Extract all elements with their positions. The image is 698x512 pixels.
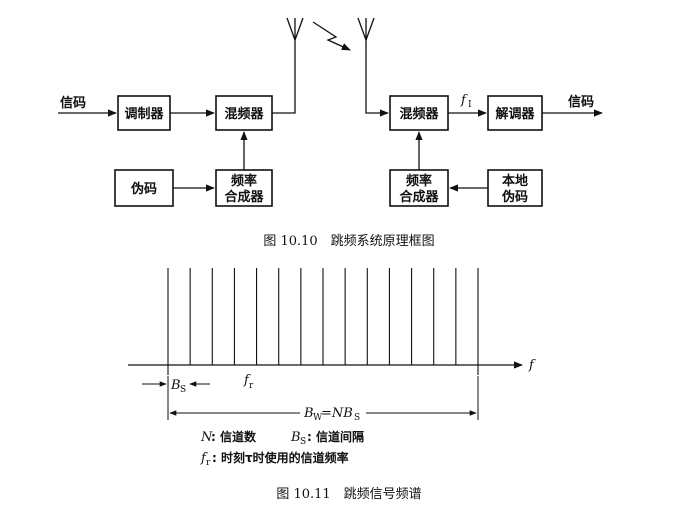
block-diagram: 信码 调制器 混频器 混频器	[58, 17, 603, 249]
local-pn-block: 本地 伪码	[487, 169, 543, 207]
legend-n: N : 信道数	[200, 429, 257, 445]
fig10-10-caption: 图 10.10 跳频系统原理框图	[263, 234, 434, 249]
bw-label: B W =NB S	[303, 406, 360, 423]
demodulator-block: 解调器	[487, 95, 543, 131]
tx-synth-label-line1: 频率	[231, 173, 257, 189]
svg-text:S: S	[354, 413, 360, 423]
tx-antenna-icon	[286, 17, 304, 41]
svg-text:: 信道间隔: : 信道间隔	[307, 429, 364, 444]
tx-synthesizer-block: 频率 合成器	[215, 169, 273, 207]
svg-text:W: W	[313, 413, 323, 423]
rx-synth-label-line2: 合成器	[399, 189, 439, 205]
demodulator-label: 解调器	[494, 106, 535, 122]
tx-feed-line	[272, 40, 296, 114]
frequency-axis-label: f	[528, 358, 536, 373]
tx-synth-label-line2: 合成器	[224, 189, 264, 205]
rx-mixer-label: 混频器	[399, 106, 439, 122]
rx-antenna-icon	[357, 17, 375, 41]
svg-text:f: f	[200, 451, 208, 466]
fr-subscript: r	[249, 381, 254, 391]
pn-code-block: 伪码	[114, 169, 174, 207]
legend-bs: B S : 信道间隔	[290, 429, 364, 447]
bs-subscript: S	[180, 385, 186, 395]
svg-text:r: r	[206, 458, 211, 468]
tx-mixer-block: 混频器	[215, 95, 273, 131]
rx-feed-line	[365, 40, 389, 117]
svg-text:N: N	[200, 430, 213, 445]
modulator-label: 调制器	[124, 106, 164, 122]
channel-lines	[167, 268, 479, 375]
radio-link-icon	[312, 21, 351, 51]
svg-text:: 信道数: : 信道数	[211, 429, 257, 444]
spectrum-diagram: f B S f r B W =NB S N : 信道数 B S : 信道间隔	[128, 268, 536, 502]
pn-code-label: 伪码	[130, 181, 157, 197]
if-label: f	[460, 93, 468, 108]
if-subscript: I	[468, 100, 472, 110]
modulator-block: 调制器	[117, 95, 171, 131]
local-pn-label-line2: 伪码	[501, 189, 528, 205]
svg-text:S: S	[300, 437, 306, 447]
rx-mixer-block: 混频器	[389, 95, 449, 131]
local-pn-label-line1: 本地	[502, 173, 528, 189]
rx-synthesizer-block: 频率 合成器	[389, 169, 449, 207]
svg-text:: 时刻τ时使用的信道频率: : 时刻τ时使用的信道频率	[212, 450, 349, 465]
rx-synth-label-line1: 频率	[406, 173, 432, 189]
input-label: 信码	[60, 95, 86, 111]
legend-fr: f r : 时刻τ时使用的信道频率	[200, 450, 349, 468]
svg-text:=NB: =NB	[321, 406, 353, 421]
tx-mixer-label: 混频器	[224, 106, 264, 122]
fr-label: f	[243, 373, 251, 388]
output-label: 信码	[568, 94, 594, 110]
svg-text:B: B	[290, 430, 301, 445]
bs-label: B	[170, 378, 181, 393]
svg-text:B: B	[303, 406, 314, 421]
fig10-11-caption: 图 10.11 跳频信号频谱	[276, 487, 421, 502]
